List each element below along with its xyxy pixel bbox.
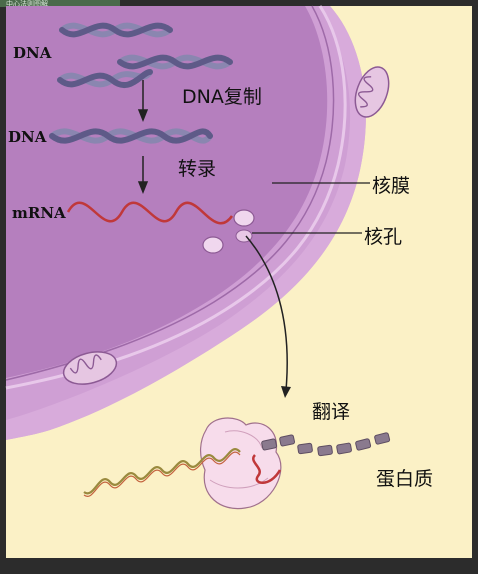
membrane-band-highlight	[6, 6, 366, 440]
dna-helix-middle	[49, 128, 213, 144]
label-mrna: mRNA	[12, 204, 66, 222]
header-text: 中心法则图解	[6, 0, 48, 8]
label-translation: 翻译	[312, 401, 350, 423]
mitochondrion-upper	[354, 66, 390, 118]
label-transcription: 转录	[178, 158, 216, 180]
mrna-tail-shadow	[83, 451, 241, 497]
protein-chain	[261, 432, 391, 457]
label-nuclear-pore: 核孔	[364, 226, 402, 248]
translation-arrow	[245, 235, 288, 391]
label-dna-top: DNA	[13, 44, 52, 62]
label-replication: DNA复制	[182, 86, 262, 108]
label-protein: 蛋白质	[376, 468, 433, 490]
mitochondrion-lower	[62, 351, 118, 385]
header-bar	[0, 0, 120, 7]
transcription-arrow	[137, 156, 149, 195]
nuclear-membrane-line-inner	[5, 5, 335, 381]
label-nuclear-membrane: 核膜	[372, 175, 410, 197]
nucleoplasm	[6, 6, 328, 378]
dna-helix-top	[57, 22, 233, 89]
mrna-on-ribosome	[252, 454, 282, 484]
mrna-strand	[66, 201, 234, 225]
nuclear-pore-icon	[202, 209, 255, 254]
label-dna-middle: DNA	[8, 128, 47, 146]
bottom-border	[0, 558, 478, 574]
ribosome	[200, 417, 282, 510]
mrna-tail	[83, 448, 241, 495]
translation-arrowhead	[281, 386, 291, 398]
replication-arrow	[137, 80, 149, 123]
